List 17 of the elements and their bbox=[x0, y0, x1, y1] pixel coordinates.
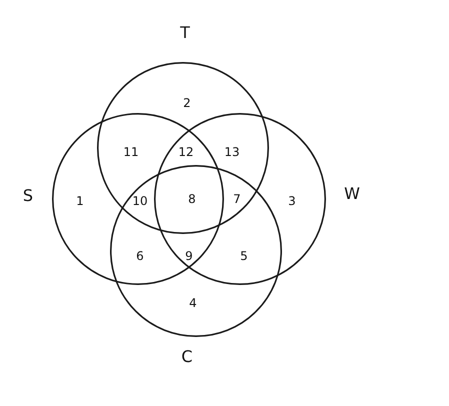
region-number: 4 bbox=[189, 297, 197, 309]
region-number: 12 bbox=[178, 146, 194, 158]
region-number: 9 bbox=[185, 250, 193, 262]
region-number: 1 bbox=[76, 195, 84, 207]
region-number: 3 bbox=[288, 195, 296, 207]
region-number: 13 bbox=[224, 146, 240, 158]
set-label: W bbox=[344, 186, 360, 202]
set-label: S bbox=[22, 188, 34, 204]
region-number: 5 bbox=[240, 250, 248, 262]
region-number: 10 bbox=[132, 195, 148, 207]
region-number: 2 bbox=[183, 97, 191, 109]
region-number: 11 bbox=[123, 146, 139, 158]
set-label: T bbox=[180, 25, 190, 41]
region-number: 6 bbox=[136, 250, 144, 262]
region-number: 8 bbox=[188, 193, 196, 205]
region-number: 7 bbox=[233, 193, 241, 205]
set-label: C bbox=[181, 349, 193, 365]
